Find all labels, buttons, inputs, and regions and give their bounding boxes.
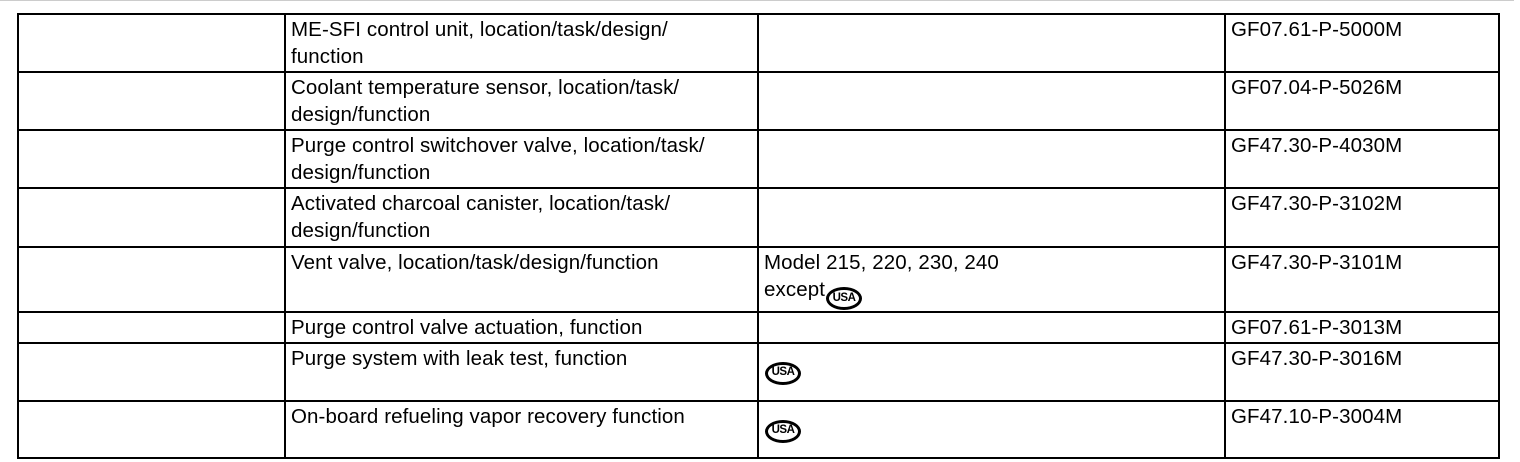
reference-cell [17,187,286,248]
reference-cell [17,129,286,189]
usa-badge-label: USA [771,424,795,437]
document-code-cell: GF47.30-P-3101M [1224,245,1500,314]
table-row: Vent valve, location/task/design/functio… [17,245,1500,314]
description-cell: Purge system with leak test, function [284,342,759,403]
description-cell: Activated charcoal canister, location/ta… [284,187,759,248]
document-code-text: GF47.30-P-4030M [1231,134,1403,157]
document-code-cell: GF47.30-P-3102M [1224,187,1500,248]
description-text: Activated charcoal canister, location/ta… [291,192,671,242]
table-row: Purge control switchover valve, location… [17,129,1500,189]
description-text: Coolant temperature sensor, location/tas… [291,76,680,126]
document-code-text: GF07.04-P-5026M [1231,76,1403,99]
description-cell: ME-SFI control unit, location/task/desig… [284,13,759,73]
document-code-cell: GF07.61-P-5000M [1224,13,1500,73]
qualifier-cell [757,311,1226,345]
qualifier-cell [757,13,1226,73]
qualifier-cell [757,187,1226,248]
description-cell: Purge control switchover valve, location… [284,129,759,189]
qualifier-cell: USA [757,400,1226,460]
description-text: Purge system with leak test, function [291,347,628,371]
table-row: ME-SFI control unit, location/task/desig… [17,13,1500,73]
document-code-cell: GF47.10-P-3004M [1224,400,1500,460]
document-code-cell: GF47.30-P-3016M [1224,342,1500,403]
usa-market-icon: USA [826,287,862,311]
reference-cell [17,245,286,314]
reference-cell [17,311,286,345]
reference-cell [17,342,286,403]
table-row: Activated charcoal canister, location/ta… [17,187,1500,248]
usa-badge-label: USA [832,292,856,304]
document-code-text: GF47.30-P-3102M [1231,192,1403,215]
function-document-table: ME-SFI control unit, location/task/desig… [17,13,1500,460]
description-text: On-board refueling vapor recovery functi… [291,405,685,429]
document-code-text: GF47.30-P-3101M [1231,251,1403,274]
qualifier-text: Model 215, 220, 230, 240 except [764,251,999,301]
qualifier-cell: USA [757,342,1226,403]
page-top-divider [0,0,1514,1]
description-text: ME-SFI control unit, location/task/desig… [291,18,668,68]
document-code-cell: GF47.30-P-4030M [1224,129,1500,189]
qualifier-cell [757,71,1226,131]
table-row: Coolant temperature sensor, location/tas… [17,71,1500,131]
document-code-cell: GF07.04-P-5026M [1224,71,1500,131]
description-cell: Purge control valve actuation, function [284,311,759,345]
reference-cell [17,400,286,460]
document-code-text: GF07.61-P-5000M [1231,18,1403,41]
description-text: Purge control switchover valve, location… [291,134,705,184]
reference-cell [17,71,286,131]
qualifier-cell [757,129,1226,189]
document-code-text: GF47.30-P-3016M [1231,347,1403,371]
description-cell: On-board refueling vapor recovery functi… [284,400,759,460]
table-row: Purge control valve actuation, function … [17,311,1500,345]
document-code-cell: GF07.61-P-3013M [1224,311,1500,345]
table-row: Purge system with leak test, function US… [17,342,1500,403]
usa-market-icon: USA [765,361,801,385]
description-cell: Vent valve, location/task/design/functio… [284,245,759,314]
description-cell: Coolant temperature sensor, location/tas… [284,71,759,131]
table-row: On-board refueling vapor recovery functi… [17,400,1500,460]
usa-badge-label: USA [771,366,795,379]
reference-cell [17,13,286,73]
usa-market-icon: USA [765,419,801,443]
document-code-text: GF47.10-P-3004M [1231,405,1403,429]
document-code-text: GF07.61-P-3013M [1231,316,1403,340]
description-text: Purge control valve actuation, function [291,316,643,340]
description-text: Vent valve, location/task/design/functio… [291,251,659,274]
